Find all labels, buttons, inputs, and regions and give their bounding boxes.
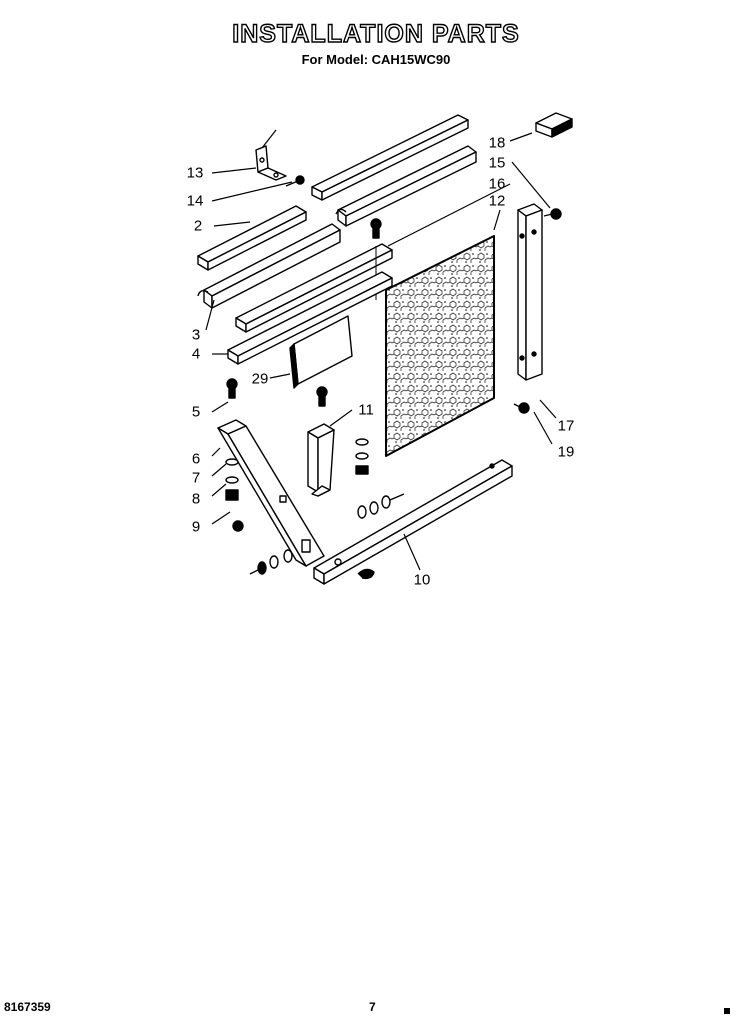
washer-set-middle <box>357 493 405 519</box>
page-subtitle: For Model: CAH15WC90 <box>301 52 451 67</box>
callout-5: 5 <box>191 403 201 421</box>
bolt-part-9 <box>232 520 244 532</box>
honeycomb-panel-part-12 <box>385 235 495 457</box>
bottom-rail-part-10 <box>313 459 513 585</box>
washer-set-right <box>355 438 369 475</box>
rail-part-16 <box>235 243 393 333</box>
bracket-part-11 <box>307 423 335 497</box>
washer-part-7 <box>225 458 239 466</box>
filter-pad-part-29 <box>289 315 353 389</box>
nut-part-9 <box>225 489 239 501</box>
callout-29: 29 <box>251 370 269 388</box>
page-number: 7 <box>369 1000 376 1014</box>
screw-part-15-upper <box>370 218 382 239</box>
callout-9: 9 <box>191 518 201 536</box>
callout-8: 8 <box>191 490 201 508</box>
callout-10: 10 <box>413 571 431 589</box>
callout-7: 7 <box>191 469 201 487</box>
screw-part-19 <box>513 402 530 414</box>
callout-11: 11 <box>358 401 374 419</box>
callout-14: 14 <box>186 192 204 210</box>
top-rail <box>311 114 469 201</box>
callout-3: 3 <box>191 326 201 344</box>
callout-4: 4 <box>191 345 201 363</box>
callout-15: 15 <box>488 154 506 172</box>
callout-16: 16 <box>488 175 506 193</box>
document-number: 8167359 <box>4 1000 51 1014</box>
rail-part-2 <box>197 205 307 271</box>
bolt-part-11-top <box>316 386 328 407</box>
channel-rail <box>335 145 477 227</box>
washer-set-lower <box>249 549 293 575</box>
foam-block-part-18 <box>535 112 573 138</box>
channel-part-3 <box>197 223 341 309</box>
callout-13: 13 <box>186 164 204 182</box>
bolt-part-5 <box>226 378 238 399</box>
callout-18: 18 <box>488 134 506 152</box>
callout-12: 12 <box>488 192 506 210</box>
corner-mark <box>724 1008 730 1014</box>
washer-part-8 <box>225 476 239 484</box>
side-post-part-17 <box>517 203 543 381</box>
callout-17: 17 <box>557 417 575 435</box>
page-title: INSTALLATION PARTS <box>232 19 520 48</box>
angle-bracket-part-13 <box>255 145 287 181</box>
screw-part-14 <box>285 175 305 187</box>
support-arm-part-6 <box>217 419 325 567</box>
screw-part-15-side <box>543 208 562 220</box>
callout-19: 19 <box>557 443 575 461</box>
leader-lines <box>205 129 557 571</box>
callout-6: 6 <box>191 450 201 468</box>
callout-2: 2 <box>193 217 203 235</box>
